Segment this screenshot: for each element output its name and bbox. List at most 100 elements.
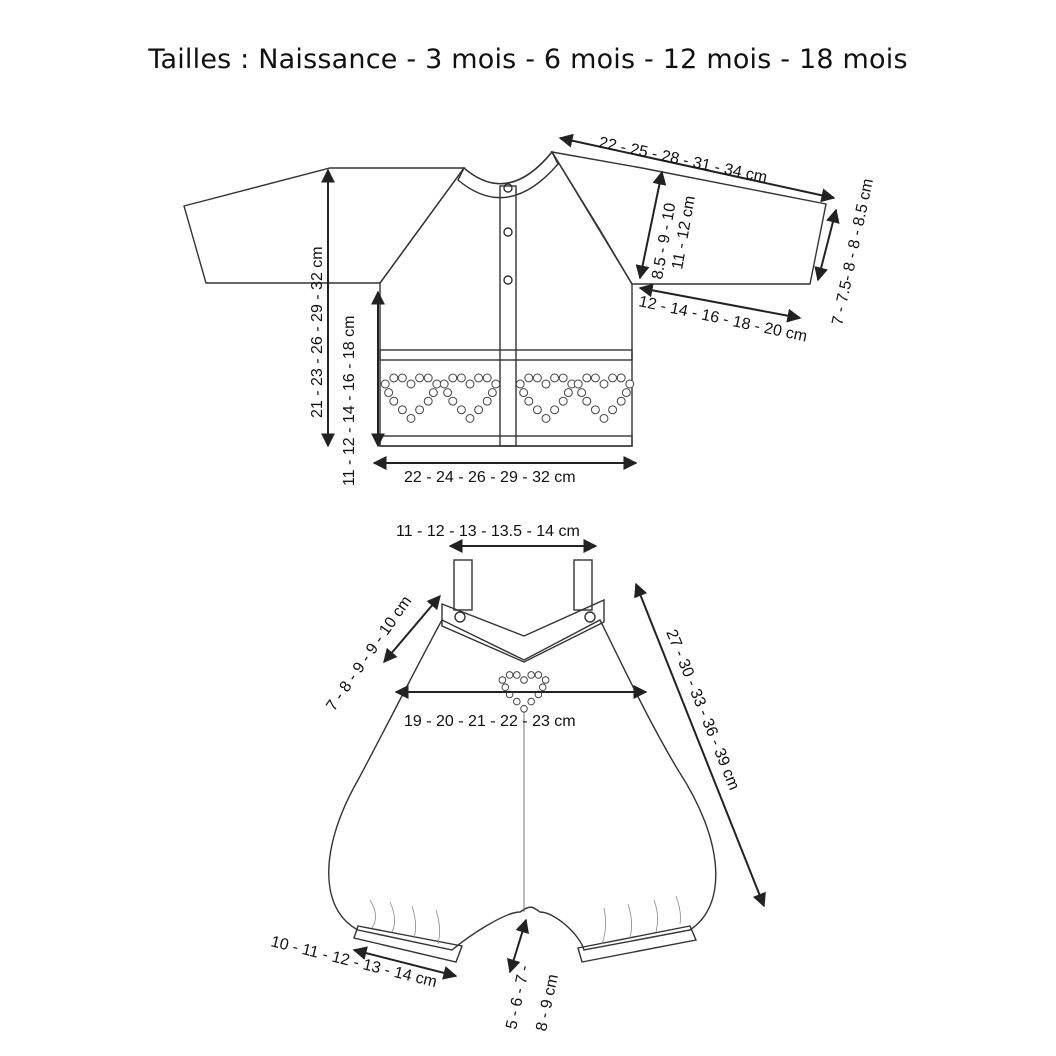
cardigan-drawing bbox=[183, 150, 827, 447]
crotch-label-a: 5 - 6 - 7 - bbox=[503, 964, 533, 1031]
bobble bbox=[558, 396, 568, 406]
bobble bbox=[590, 373, 600, 383]
bobble bbox=[505, 671, 514, 679]
strap-button-left bbox=[454, 611, 466, 623]
bobble bbox=[474, 405, 484, 415]
romper-body bbox=[328, 619, 717, 951]
sleeve-length-arrow bbox=[558, 133, 836, 203]
bobble bbox=[406, 413, 416, 423]
bobble bbox=[616, 396, 626, 406]
sleeve-length-label: 22 - 25 - 28 - 31 - 34 cm bbox=[597, 134, 768, 186]
bobble bbox=[541, 676, 550, 684]
strap-spacing-label: 11 - 12 - 13 - 13.5 - 14 cm bbox=[396, 523, 580, 540]
bobble bbox=[415, 405, 425, 415]
bobble bbox=[423, 373, 433, 383]
bobble bbox=[415, 373, 425, 383]
bobble bbox=[397, 405, 407, 415]
side-length-label: 27 - 30 - 33 - 36 - 39 cm bbox=[662, 627, 742, 793]
bobble bbox=[519, 388, 529, 398]
left-strap bbox=[453, 559, 473, 611]
bobble bbox=[498, 676, 507, 684]
bobble bbox=[538, 683, 547, 692]
bobble bbox=[541, 413, 551, 423]
bobble bbox=[524, 396, 534, 406]
button-2 bbox=[503, 227, 513, 237]
button-1 bbox=[503, 183, 513, 193]
bobble bbox=[621, 388, 631, 398]
bobble bbox=[491, 379, 501, 389]
left-gathers bbox=[369, 899, 440, 945]
bobble bbox=[465, 379, 475, 389]
heart-motif-1 bbox=[380, 373, 442, 423]
bobble bbox=[456, 373, 466, 383]
bobble bbox=[520, 704, 528, 713]
bobble bbox=[524, 373, 534, 383]
bobble bbox=[563, 388, 573, 398]
underarm-sleeve-label: 12 - 14 - 16 - 18 - 20 cm bbox=[637, 293, 808, 345]
bobble bbox=[599, 413, 609, 423]
heart-motifs bbox=[380, 373, 635, 423]
bobble bbox=[406, 379, 416, 389]
crotch-arrow bbox=[507, 918, 529, 974]
bobble bbox=[550, 373, 560, 383]
bobble bbox=[532, 373, 542, 383]
bobble bbox=[448, 396, 458, 406]
bobble bbox=[443, 388, 453, 398]
bobble bbox=[608, 373, 618, 383]
crotch-label-b: 8 - 9 cm bbox=[533, 973, 562, 1033]
bobble bbox=[599, 379, 609, 389]
underarm-sleeve-arrow bbox=[638, 283, 802, 323]
bib-band bbox=[441, 598, 605, 663]
bobble bbox=[515, 379, 525, 389]
leg-cuff-arrow bbox=[352, 946, 458, 980]
romper-width-label: 19 - 20 - 21 - 22 - 23 cm bbox=[404, 713, 576, 730]
bobble bbox=[487, 388, 497, 398]
cuff-width-arrow bbox=[814, 208, 840, 282]
bobble bbox=[625, 379, 635, 389]
cuff-width-label: 7 - 7.5- 8 - 8 - 8.5 cm bbox=[829, 177, 877, 327]
bobble bbox=[397, 373, 407, 383]
bobble bbox=[428, 388, 438, 398]
bobble bbox=[384, 388, 394, 398]
side-length-arrow bbox=[634, 582, 766, 908]
bobble bbox=[389, 373, 399, 383]
body-length-label: 11 - 12 - 14 - 16 - 18 cm bbox=[341, 316, 358, 486]
hem-band-top bbox=[379, 349, 633, 361]
bobble bbox=[389, 396, 399, 406]
bobble bbox=[577, 388, 587, 398]
heart-motif-4 bbox=[573, 373, 635, 423]
bobble bbox=[423, 396, 433, 406]
bobble bbox=[474, 373, 484, 383]
bobble bbox=[520, 676, 528, 684]
right-strap bbox=[573, 559, 593, 611]
button-3 bbox=[503, 275, 513, 285]
bobble bbox=[608, 405, 618, 415]
strap-button-right bbox=[584, 611, 596, 623]
bobble bbox=[582, 373, 592, 383]
cardigan-body bbox=[379, 150, 633, 447]
bobble bbox=[527, 671, 536, 679]
total-length-label: 21 - 23 - 26 - 29 - 32 cm bbox=[309, 246, 326, 418]
raglan-depth-arrow bbox=[635, 170, 667, 280]
heart-motif-3 bbox=[515, 373, 577, 423]
width-label: 22 - 24 - 26 - 29 - 32 cm bbox=[404, 469, 576, 486]
bobble bbox=[573, 379, 583, 389]
right-gathers bbox=[601, 895, 681, 945]
bobble bbox=[465, 413, 475, 423]
bobble bbox=[482, 396, 492, 406]
right-leg-cuff bbox=[577, 925, 697, 963]
bobble bbox=[541, 379, 551, 389]
bobble bbox=[512, 671, 521, 679]
neck-band bbox=[457, 150, 559, 199]
bobble bbox=[558, 373, 568, 383]
strap-length-arrow bbox=[383, 594, 441, 664]
bobble bbox=[582, 396, 592, 406]
hem-band-bottom bbox=[379, 435, 633, 447]
bobble bbox=[501, 683, 510, 692]
bobble bbox=[550, 405, 560, 415]
button-band bbox=[499, 185, 517, 447]
bobble bbox=[432, 379, 442, 389]
bobble bbox=[439, 379, 449, 389]
bobble bbox=[482, 373, 492, 383]
